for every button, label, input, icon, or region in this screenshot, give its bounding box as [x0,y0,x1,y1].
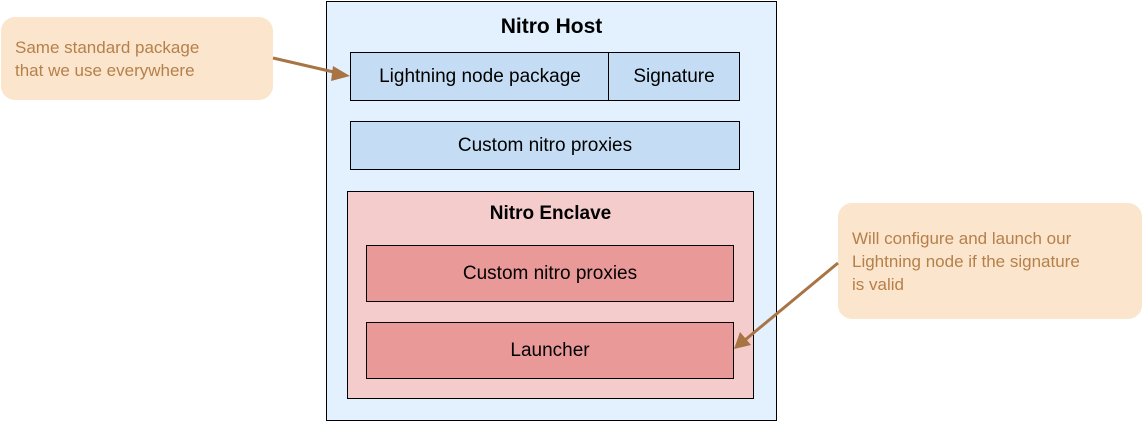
right-note-line-2: Lightning node if the signature [852,251,1080,271]
signature-box: Signature [608,52,740,101]
right-note-line-1: Will configure and launch our [852,228,1072,248]
left-callout-note: Same standard package that we use everyw… [1,17,273,100]
nitro-host-title: Nitro Host [500,15,603,38]
host-custom-proxies-box: Custom nitro proxies [350,121,740,170]
left-note-line-2: that we use everywhere [15,60,195,80]
launcher-box: Launcher [366,322,734,379]
right-callout-note: Will configure and launch our Lightning … [838,203,1142,319]
lightning-node-package-box: Lightning node package [350,52,610,101]
enclave-custom-proxies-box: Custom nitro proxies [366,245,734,302]
right-note-line-3: is valid [852,274,904,294]
left-note-line-1: Same standard package [15,37,200,57]
nitro-enclave-title: Nitro Enclave [489,203,612,224]
